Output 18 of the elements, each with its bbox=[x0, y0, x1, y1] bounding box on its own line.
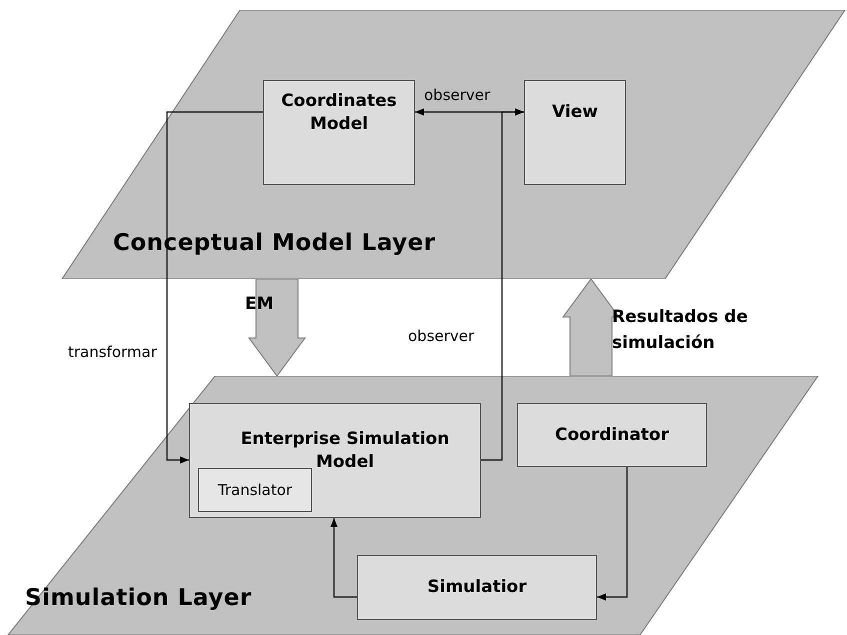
edge-label: Resultados de simulación bbox=[612, 306, 749, 354]
arrow bbox=[597, 467, 628, 601]
arrow bbox=[166, 111, 263, 464]
process-box: Coordinates Model bbox=[263, 80, 415, 185]
edge-label: EM bbox=[245, 293, 274, 316]
edge-label: observer bbox=[424, 86, 490, 104]
edge-label: observer bbox=[408, 327, 474, 345]
arrow bbox=[481, 108, 524, 461]
arrow bbox=[330, 518, 357, 598]
process-box: Translator bbox=[198, 468, 312, 512]
block-arrow bbox=[562, 278, 620, 376]
process-box: Coordinator bbox=[517, 403, 707, 467]
block-arrow bbox=[248, 278, 306, 377]
process-box: Simulatior bbox=[357, 555, 597, 620]
process-box: Enterprise Simulation Model Translator bbox=[189, 403, 481, 518]
layer-title: Simulation Layer bbox=[25, 585, 252, 611]
edge-label: transformar bbox=[68, 343, 157, 361]
process-box: View bbox=[524, 80, 626, 185]
